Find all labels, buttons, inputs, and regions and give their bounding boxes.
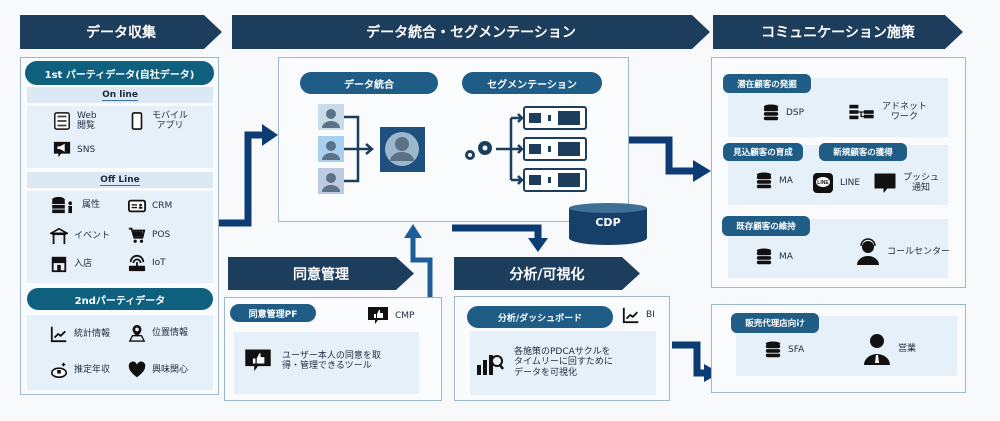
cdp-label: CDP <box>595 216 621 229</box>
item-income: 推定年収 <box>50 361 110 379</box>
ad-network-icon <box>848 103 876 121</box>
item-call-center: コールセンター <box>855 238 950 266</box>
bi-chart-icon <box>622 306 640 324</box>
dashboard-pill: 分析/ダッシュボード <box>467 306 613 328</box>
consent-platform-pill: 同意管理PF <box>230 304 316 322</box>
cdp-database-icon <box>569 203 647 245</box>
tag-dealers: 販売代理店向け <box>731 313 819 333</box>
tag-nurture-prospects: 見込顧客の育成 <box>723 143 803 161</box>
tag-retain-customers: 既存顧客の維持 <box>722 216 810 236</box>
arrow-integrate-to-analysis <box>452 224 542 240</box>
call-center-icon <box>855 238 881 266</box>
svg-text:LINE: LINE <box>817 180 829 186</box>
arrow-analysis-to-dealer <box>672 341 705 377</box>
item-ma-nurture: MA <box>755 172 793 190</box>
database-icon <box>762 104 780 122</box>
push-bubble-icon <box>873 172 897 194</box>
mobile-icon <box>128 112 146 131</box>
header-consent: 同意管理 <box>228 257 414 290</box>
sales-person-icon <box>862 332 892 366</box>
event-tent-icon <box>50 227 68 245</box>
line-icon: LINE <box>812 172 834 194</box>
offline-label: Off Line <box>27 172 213 188</box>
header-analysis: 分析/可視化 <box>454 257 640 290</box>
item-sfa: SFA <box>764 341 804 359</box>
item-sns: SNS <box>53 141 95 159</box>
tag-acquire-customers: 新規顧客の獲得 <box>819 143 907 161</box>
item-statistics: 統計情報 <box>50 325 110 343</box>
segment-boxes <box>523 106 587 192</box>
item-sales: 営業 <box>862 332 916 366</box>
data-merge-pill: データ統合 <box>300 72 438 94</box>
item-iot: IoT <box>128 254 166 272</box>
analysis-description: 各施策のPDCAサクルを タイムリーに回すために データを可視化 <box>476 347 613 378</box>
segmentation-diagram <box>465 106 587 192</box>
item-pos: POS <box>128 226 170 244</box>
header-communication: コミュニケーション施策 <box>713 15 963 49</box>
tag-latent-customers: 潜在顧客の発掘 <box>723 74 811 93</box>
arrow-integrate-to-communication <box>628 136 693 175</box>
bar-chart-magnifier-icon <box>476 350 504 376</box>
stats-chart-icon <box>50 325 68 343</box>
item-attribute: 属性 <box>50 196 100 214</box>
sns-megaphone-icon <box>53 141 71 159</box>
item-dsp: DSP <box>762 104 804 122</box>
iot-router-icon <box>128 254 146 272</box>
arrow-consent-to-integrate <box>410 236 433 297</box>
arrow-collect-to-integrate <box>219 131 262 227</box>
item-event: イベント <box>50 227 110 245</box>
header-data-collection: データ収集 <box>20 15 222 49</box>
database-icon <box>755 248 773 266</box>
item-bi: BI <box>622 306 655 324</box>
heart-icon <box>128 361 146 379</box>
item-ad-network: アドネット ワーク <box>848 102 927 123</box>
web-browsing-icon <box>53 112 71 131</box>
second-party-pill: 2ndパーティデータ <box>27 288 213 310</box>
income-coin-icon <box>50 361 68 379</box>
data-merge-diagram <box>318 104 425 194</box>
item-push-notification: プッシュ 通知 <box>873 172 939 194</box>
location-pin-icon <box>128 324 146 342</box>
online-label: On line <box>27 87 213 103</box>
consent-description: ユーザー本人の同意を取 得・管理できるツール <box>244 348 381 374</box>
thumbs-up-bubble-icon <box>367 306 389 326</box>
item-cmp: CMP <box>367 306 414 326</box>
pos-cart-icon <box>128 226 146 244</box>
header-data-integration: データ統合・セグメンテーション <box>232 15 710 49</box>
item-interest: 興味関心 <box>128 361 188 379</box>
crm-card-icon <box>128 197 146 215</box>
item-web-browsing: Web 閲覧 <box>53 111 97 132</box>
thumbs-up-bubble-icon <box>244 348 272 374</box>
store-icon <box>50 255 68 273</box>
gears-icon <box>465 141 492 160</box>
database-icon <box>755 172 773 190</box>
item-mobile-app: モバイル アプリ <box>128 111 188 132</box>
segmentation-pill: セグメンテーション <box>462 72 602 94</box>
item-location: 位置情報 <box>128 324 188 342</box>
item-store-visit: 入店 <box>50 255 92 273</box>
item-ma-retain: MA <box>755 248 793 266</box>
database-icon <box>764 341 782 359</box>
first-party-pill: 1st パーティデータ(自社データ) <box>25 61 214 85</box>
item-line: LINE LINE <box>812 172 860 194</box>
attribute-icon <box>50 196 76 214</box>
item-crm: CRM <box>128 197 172 215</box>
